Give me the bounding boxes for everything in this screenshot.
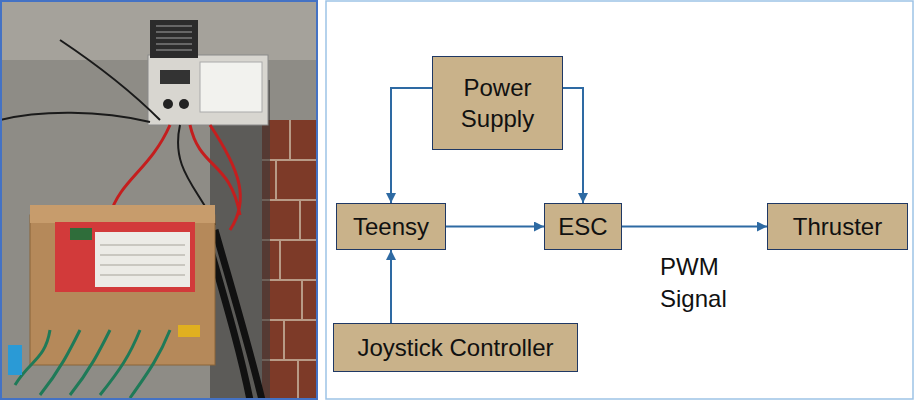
signal-label: PWM Signal <box>660 251 755 316</box>
box-text-group: Thruster <box>793 211 882 242</box>
box-label: Teensy <box>353 211 429 242</box>
front-panel <box>200 62 262 112</box>
brick-mortar <box>262 120 318 400</box>
breadboard <box>95 232 190 287</box>
cardboard-box <box>30 215 215 365</box>
arrow-connector <box>390 250 392 323</box>
box-label: Joystick Controller <box>357 332 553 363</box>
arrow-connector <box>446 226 544 228</box>
teensy-board <box>70 228 92 240</box>
arrow-connector <box>622 226 767 228</box>
process-box: Power Supply <box>432 56 563 150</box>
vent-slots <box>156 26 192 50</box>
power-supply-body <box>148 55 268 125</box>
box-text-group: ESC <box>558 211 607 242</box>
box-label: Power Supply <box>443 72 552 134</box>
box-text-group: Teensy <box>353 211 429 242</box>
process-box: Teensy <box>336 203 446 250</box>
photo-frame <box>1 1 317 399</box>
knob <box>163 99 173 109</box>
process-box: Thruster <box>767 203 908 250</box>
box-label: Thruster <box>793 211 882 242</box>
arrow-connector <box>563 88 583 203</box>
power-supply-top-unit <box>150 20 198 58</box>
box-top-edge <box>30 205 215 223</box>
breadboard-rows <box>100 245 185 275</box>
process-box: ESC <box>544 203 622 250</box>
process-box: Joystick Controller <box>333 323 578 372</box>
connector <box>178 325 200 337</box>
black-wires <box>0 40 215 225</box>
clip-leads <box>15 330 170 398</box>
concrete-far <box>0 0 318 60</box>
red-board <box>55 222 195 292</box>
box-label: ESC <box>558 211 607 242</box>
box-text-group: Power Supply <box>443 72 552 134</box>
brick-wall <box>262 120 318 400</box>
display <box>160 70 190 84</box>
esc-module <box>8 345 22 375</box>
box-text-group: Joystick Controller <box>357 332 553 363</box>
diagram-frame <box>326 1 913 399</box>
arrow-connector <box>391 88 432 203</box>
knob <box>179 99 189 109</box>
concrete-ground <box>0 0 318 400</box>
